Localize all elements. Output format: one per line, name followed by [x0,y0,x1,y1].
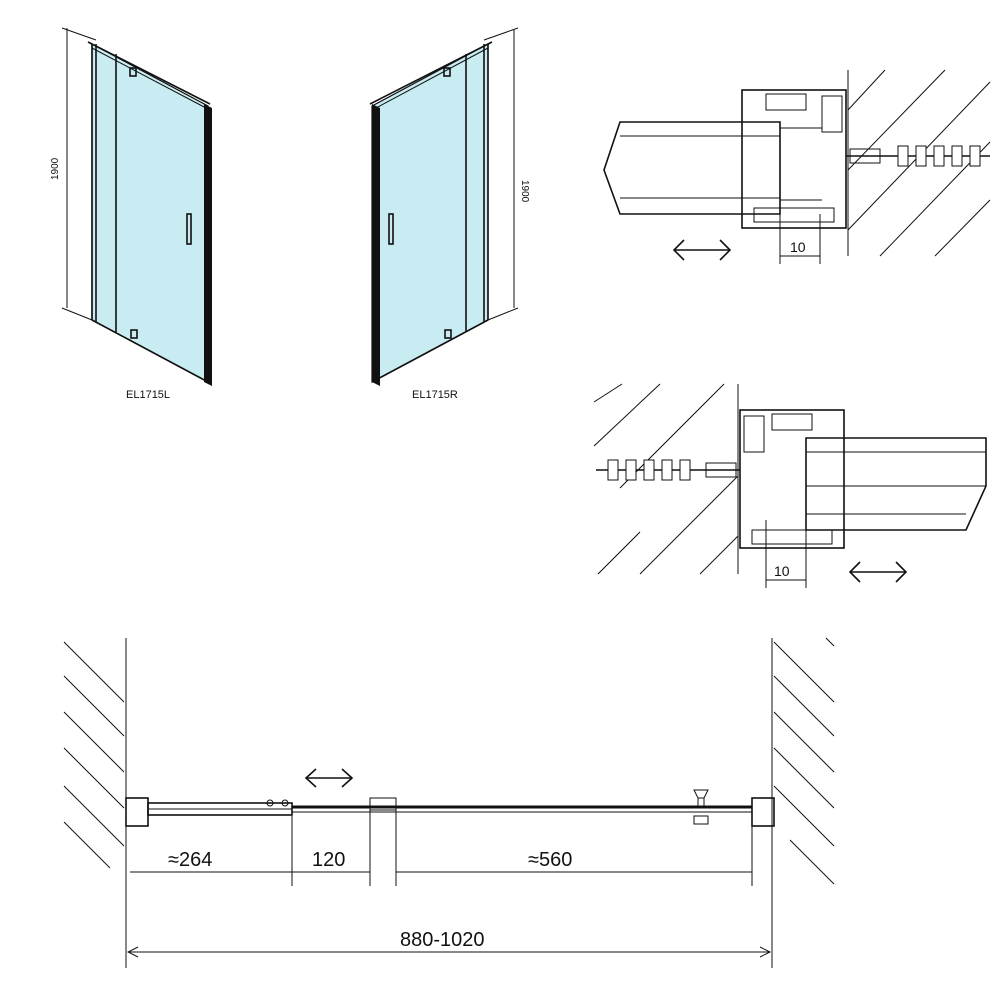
door-right-view: 1900 EL1715R [369,27,530,401]
offset-label-bottom: 10 [774,563,790,579]
door-assembly-plan [125,789,775,827]
height-label-right: 1900 [519,180,530,203]
door-knob-plan [693,789,709,825]
wall-profile-top [741,89,847,229]
dim-label-left: ≈264 [168,849,212,871]
wall-hatch-bottom-detail [593,383,739,575]
dim-label-right: ≈560 [528,849,572,871]
dim-label-middle: 120 [312,849,345,871]
offset-label-top: 10 [790,239,806,255]
height-label-left: 1900 [50,157,61,180]
dim-label-total: 880-1020 [400,929,485,951]
wall-profile-bottom [739,409,845,549]
wall-anchor-top [846,145,990,167]
door-left-view: 1900 EL1715L [50,27,212,401]
plan-view: ≈264 120 ≈560 880-1020 [63,637,835,968]
wall-hatch-plan-right [771,637,835,968]
detail-bottom: 10 [593,383,987,588]
door-handle-right [388,213,394,245]
double-arrow-top-detail [672,239,732,261]
double-arrow-bottom-detail [848,561,908,583]
double-arrow-plan [304,768,354,788]
door-handle-left [186,213,192,245]
door-panel-bottom-detail [805,437,987,531]
detail-top: 10 [603,69,991,264]
model-label-right: EL1715R [412,389,458,401]
wall-anchor-bottom [596,459,740,481]
model-label-left: EL1715L [126,389,170,401]
door-panel-top-detail [603,121,822,215]
wall-hatch-plan-left [63,638,127,968]
